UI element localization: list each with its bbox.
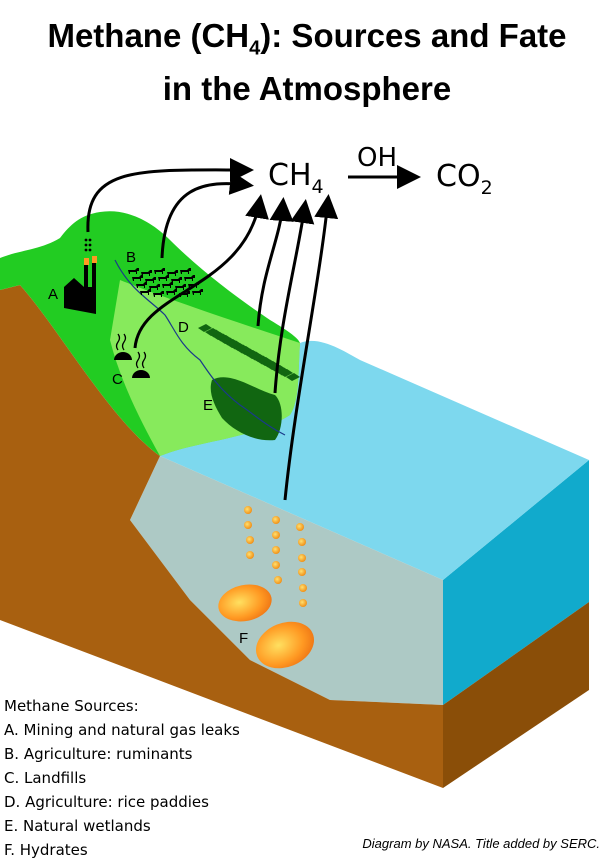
methane-bubble bbox=[246, 551, 254, 559]
emission-arrows bbox=[86, 157, 421, 501]
methane-bubble bbox=[246, 536, 254, 544]
cow-icon bbox=[179, 291, 190, 297]
rice-paddy-cell bbox=[198, 324, 212, 332]
methane-bubble bbox=[296, 523, 304, 531]
legend-item-b: B. Agriculture: ruminants bbox=[4, 745, 193, 763]
co2-text: CO bbox=[436, 159, 481, 194]
methane-bubble bbox=[274, 576, 282, 584]
methane-bubble bbox=[299, 584, 307, 592]
legend-item-c: C. Landfills bbox=[4, 769, 87, 787]
cow-icon bbox=[184, 275, 195, 281]
methane-bubble bbox=[298, 568, 306, 576]
methane-bubble bbox=[244, 521, 252, 529]
water-surface bbox=[160, 340, 589, 580]
cow-icon bbox=[158, 275, 169, 281]
soil-side bbox=[443, 602, 589, 788]
legend: Methane Sources: A. Mining and natural g… bbox=[4, 694, 304, 862]
soil-front bbox=[0, 285, 443, 788]
co2-label: CO2 bbox=[436, 159, 493, 199]
cow-icon bbox=[149, 284, 160, 290]
rice-paddy-cell bbox=[212, 332, 226, 340]
rice-paddy-cell bbox=[205, 328, 219, 336]
title-text-pre: Methane (CH bbox=[47, 17, 250, 54]
arrow-mining bbox=[86, 157, 254, 233]
co2-subscript: 2 bbox=[481, 177, 493, 199]
legend-item-d: D. Agriculture: rice paddies bbox=[4, 793, 209, 811]
rice-paddy-cell bbox=[286, 373, 300, 381]
methane-bubble bbox=[272, 516, 280, 524]
hydrate-deposit-1 bbox=[218, 584, 272, 622]
landfill-icon bbox=[114, 333, 150, 378]
label-c: C bbox=[112, 371, 123, 388]
cow-icon bbox=[153, 291, 164, 297]
title-line-2: in the Atmosphere bbox=[162, 69, 452, 107]
cow-icon bbox=[154, 268, 165, 274]
ruminants-herd bbox=[128, 268, 203, 297]
ch4-label: CH4 bbox=[268, 158, 324, 198]
cow-icon bbox=[175, 284, 186, 290]
arrow-ruminants bbox=[160, 171, 254, 259]
credit-line: Diagram by NASA. Title added by SERC. bbox=[362, 836, 600, 851]
cow-icon bbox=[167, 270, 178, 276]
cow-icon bbox=[140, 289, 151, 295]
arrow-hydrates bbox=[283, 194, 339, 501]
ch4-text: CH bbox=[268, 158, 312, 193]
arrow-wetlands bbox=[273, 199, 315, 394]
legend-item-f: F. Hydrates bbox=[4, 841, 88, 859]
arrow-landfills bbox=[133, 194, 269, 349]
methane-bubble bbox=[298, 554, 306, 562]
cow-icon bbox=[162, 282, 173, 288]
rice-paddy-cell bbox=[219, 336, 233, 344]
water-front bbox=[130, 456, 443, 705]
rice-paddy-cell bbox=[246, 351, 260, 359]
methane-bubble bbox=[299, 599, 307, 607]
cow-icon bbox=[136, 282, 147, 288]
rice-paddy-cell bbox=[256, 356, 270, 365]
cow-icon bbox=[132, 275, 143, 281]
factory-icon bbox=[64, 238, 97, 314]
rice-paddy-cell bbox=[236, 345, 250, 354]
label-d: D bbox=[178, 319, 189, 336]
label-f: F bbox=[239, 630, 248, 647]
label-a: A bbox=[48, 286, 58, 303]
cow-icon bbox=[192, 289, 203, 295]
methane-bubbles bbox=[244, 506, 307, 607]
legend-item-e: E. Natural wetlands bbox=[4, 817, 151, 835]
title-subscript: 4 bbox=[249, 37, 261, 60]
rice-paddy-cell bbox=[276, 367, 290, 376]
oh-label: OH bbox=[357, 143, 397, 173]
legend-heading: Methane Sources: bbox=[4, 697, 139, 715]
methane-bubble bbox=[298, 538, 306, 546]
cow-icon bbox=[128, 268, 139, 274]
cow-icon bbox=[171, 277, 182, 283]
methane-bubble bbox=[272, 531, 280, 539]
methane-bubble bbox=[244, 506, 252, 514]
river bbox=[114, 259, 286, 436]
title-text-post: ): Sources and Fate bbox=[260, 17, 567, 54]
rice-paddy-cell bbox=[226, 340, 240, 348]
label-b: B bbox=[126, 249, 136, 266]
diagram-title: Methane (CH4): Sources and Fate in the A… bbox=[0, 16, 614, 109]
cow-icon bbox=[166, 289, 177, 295]
cow-icon bbox=[141, 270, 152, 276]
legend-item-a: A. Mining and natural gas leaks bbox=[4, 721, 240, 739]
cow-icon bbox=[180, 268, 191, 274]
cow-icon bbox=[145, 277, 156, 283]
methane-bubble bbox=[272, 546, 280, 554]
ch4-subscript: 4 bbox=[312, 176, 324, 198]
title-line-1: Methane (CH4): Sources and Fate bbox=[0, 16, 614, 69]
hydrate-deposit-2 bbox=[255, 621, 315, 669]
label-e: E bbox=[203, 397, 213, 414]
methane-bubble bbox=[272, 561, 280, 569]
water-side bbox=[443, 460, 589, 705]
arrow-rice bbox=[256, 197, 294, 327]
